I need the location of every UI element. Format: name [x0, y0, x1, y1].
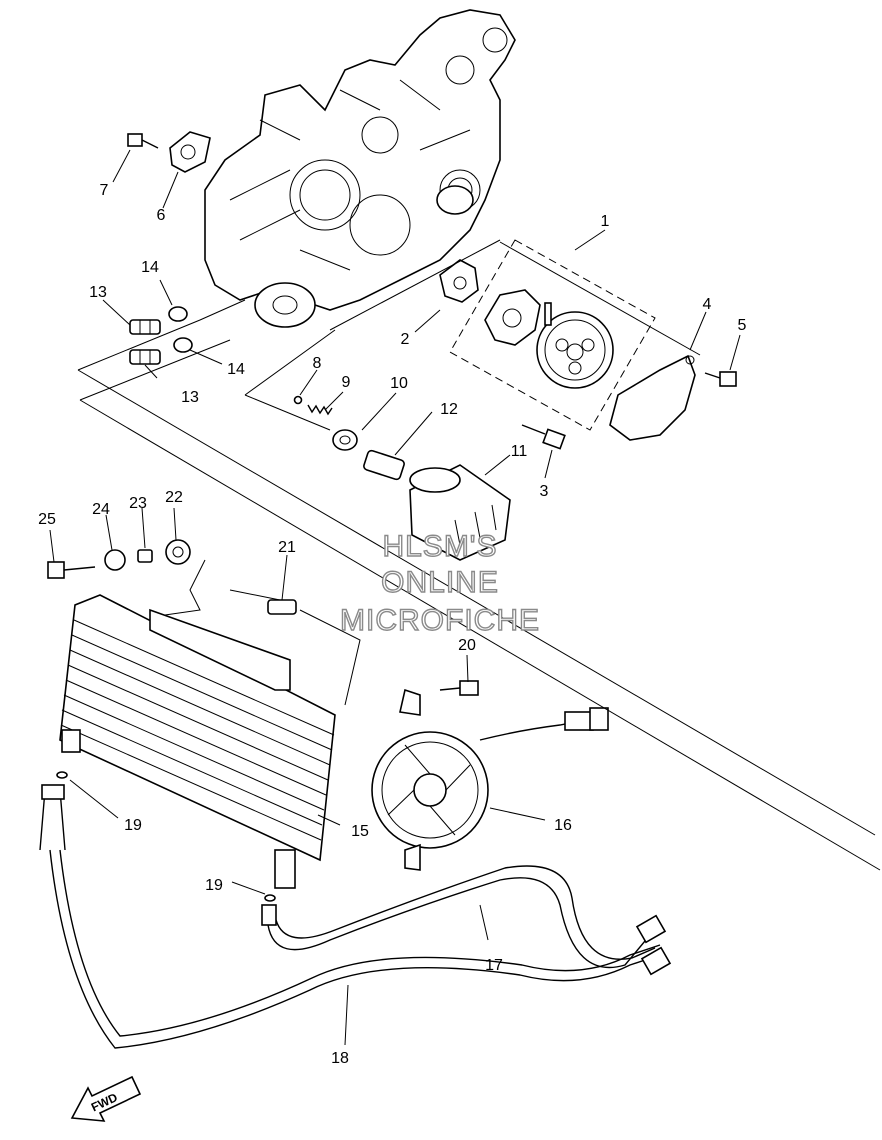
callout-19-upper: 19 — [124, 817, 142, 834]
callout-16: 16 — [554, 817, 572, 834]
part-21-nut — [267, 599, 297, 615]
part-25-bolt — [47, 561, 96, 579]
part-13-fitting-lower — [129, 349, 161, 365]
part-14-o-ring-lower — [173, 337, 193, 353]
part-8-ball — [293, 395, 303, 405]
callout-22: 22 — [165, 489, 183, 506]
part-2-gasket — [439, 259, 479, 303]
part-11-oil-filter — [409, 464, 511, 561]
part-7-bolt — [127, 133, 159, 149]
callout-1: 1 — [601, 213, 610, 230]
part-6-plate — [169, 131, 211, 173]
callout-13-upper: 13 — [89, 284, 107, 301]
part-23-collar — [137, 549, 153, 563]
callout-9: 9 — [342, 374, 351, 391]
part-12-fitting — [363, 449, 405, 481]
part-14-o-ring-upper — [168, 306, 188, 322]
callout-18: 18 — [331, 1050, 349, 1067]
callout-24: 24 — [92, 501, 110, 518]
callout-17: 17 — [485, 957, 503, 974]
callout-19-lower: 19 — [205, 877, 223, 894]
part-19-o-ring-upper — [56, 771, 68, 779]
oil-pump-assembly — [449, 239, 656, 431]
leader-lines — [49, 149, 741, 1046]
watermark-line-2: ONLINE — [381, 566, 499, 599]
callout-14-upper: 14 — [141, 259, 159, 276]
watermark-line-3: MICROFICHE — [340, 604, 540, 637]
callout-7: 7 — [100, 182, 109, 199]
part-5-bolt — [704, 371, 737, 387]
part-16-fan — [371, 688, 609, 871]
callout-5: 5 — [738, 317, 747, 334]
part-15-oil-cooler — [59, 594, 336, 889]
callout-3: 3 — [540, 483, 549, 500]
guide-lines — [77, 239, 881, 871]
callout-23: 23 — [129, 495, 147, 512]
callout-6: 6 — [157, 207, 166, 224]
callout-20: 20 — [458, 637, 476, 654]
part-10-washer — [332, 429, 358, 451]
part-17-hose — [261, 865, 656, 969]
callout-13-lower: 13 — [181, 389, 199, 406]
callout-25: 25 — [38, 511, 56, 528]
callout-12: 12 — [440, 401, 458, 418]
part-19-o-ring-lower — [264, 894, 276, 902]
fwd-arrow-icon: FWD — [70, 1075, 142, 1122]
callout-10: 10 — [390, 375, 408, 392]
part-18-hose — [39, 784, 672, 1049]
callouts: 1 2 3 4 5 6 7 8 9 10 11 12 13 13 14 14 1… — [38, 182, 746, 1067]
callout-8: 8 — [313, 355, 322, 372]
part-22-grommet — [165, 539, 191, 565]
watermark-line-1: HLSM'S — [382, 530, 497, 563]
callout-14-lower: 14 — [227, 361, 245, 378]
callout-21: 21 — [278, 539, 296, 556]
callout-15: 15 — [351, 823, 369, 840]
part-13-fitting-upper — [129, 319, 161, 335]
crankcase — [204, 9, 516, 328]
part-20-bolt — [439, 680, 479, 696]
callout-4: 4 — [703, 296, 712, 313]
callout-11: 11 — [511, 443, 528, 460]
watermark: HLSM'S ONLINE MICROFICHE — [339, 529, 540, 637]
part-24-washer — [104, 549, 126, 571]
part-9-spring — [307, 404, 333, 416]
callout-2: 2 — [401, 331, 410, 348]
part-4-cover — [609, 354, 696, 441]
part-3-bolt — [521, 424, 566, 450]
